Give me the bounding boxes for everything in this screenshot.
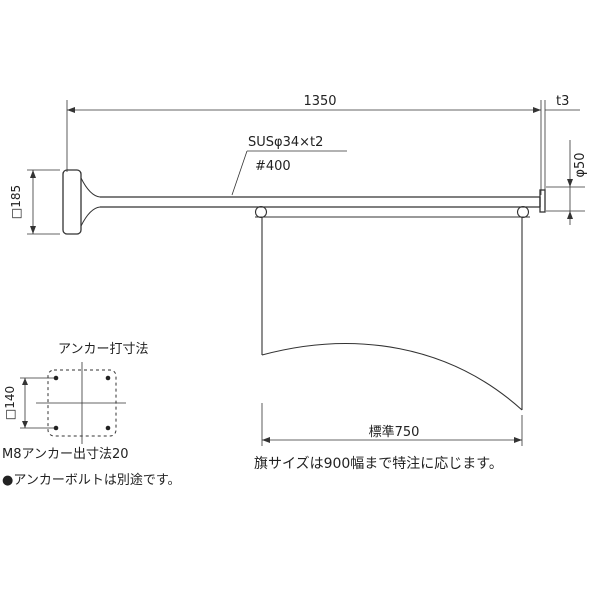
arm-length-label: 1350	[303, 94, 336, 109]
anchor-detail-title: アンカー打寸法	[58, 342, 148, 357]
arm-length-dimension: 1350	[66, 94, 542, 195]
pipe-spec-label: SUSφ34×t2	[248, 135, 323, 150]
anchor-point-icon	[105, 375, 111, 381]
flag-size-note: 旗サイズは900幅まで特注に応じます。	[254, 456, 503, 472]
anchor-embed-label: M8アンカー出寸法20	[2, 447, 129, 462]
pipe-diameter-label: φ50	[573, 152, 588, 177]
end-plate-thickness-dimension: t3	[544, 94, 580, 196]
anchor-point-icon	[53, 425, 59, 431]
pipe-diameter-dimension: φ50	[546, 140, 588, 225]
pipe-spec-callout: SUSφ34×t2 #400	[231, 135, 347, 196]
anchor-spacing-label: □140	[3, 386, 17, 420]
anchor-point-icon	[53, 375, 59, 381]
anchor-bolt-note: ●アンカーボルトは別途です。	[2, 472, 181, 488]
flag-outline	[261, 217, 523, 411]
pipe-arm	[100, 189, 546, 213]
base-size-label: □185	[9, 185, 23, 219]
anchor-detail: アンカー打寸法 □140 M8アンカー出寸法20	[2, 342, 148, 462]
end-plate-thickness-label: t3	[556, 94, 569, 109]
flag-width-dimension: 標準750	[261, 403, 523, 446]
anchor-point-icon	[105, 425, 111, 431]
flag-width-label: 標準750	[369, 424, 420, 440]
flag-rings	[254, 205, 530, 219]
pipe-finish-label: #400	[255, 159, 291, 174]
wall-base-plate: □185	[9, 169, 101, 235]
